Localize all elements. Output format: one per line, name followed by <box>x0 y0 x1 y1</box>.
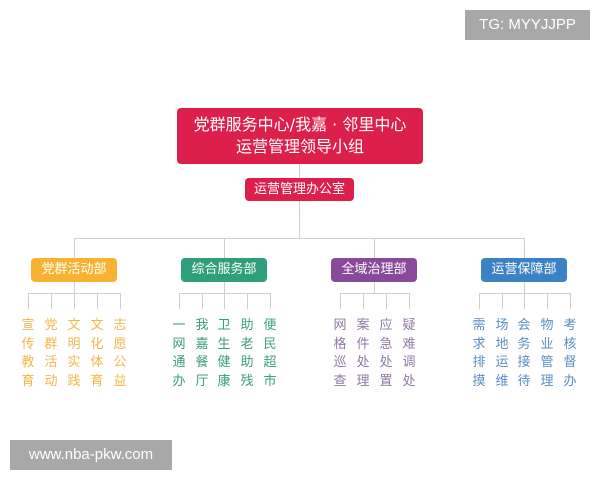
unit-item: 卫生健康 <box>217 318 231 389</box>
dept-general-services: 综合服务部 <box>181 258 267 282</box>
unit-item: 物业管理 <box>540 318 554 389</box>
unit-item: 案件处理 <box>356 318 370 389</box>
root-title-line1: 党群服务中心/我嘉 · 邻里中心 <box>193 115 407 134</box>
unit-item: 宣传教育 <box>21 318 35 389</box>
unit-item: 党群活动 <box>44 318 58 389</box>
unit-item: 场地运维 <box>495 318 509 389</box>
unit-item: 文化体育 <box>90 318 104 389</box>
unit-item: 疑难调处 <box>402 318 416 389</box>
unit-item: 应急处置 <box>379 318 393 389</box>
unit-item: 一网通办 <box>172 318 186 389</box>
root-node: 党群服务中心/我嘉 · 邻里中心 运营管理领导小组 <box>177 108 423 164</box>
unit-item: 文明实践 <box>67 318 81 389</box>
watermark-top: TG: MYYJJPP <box>465 10 590 40</box>
unit-item: 我嘉餐厅 <box>195 318 209 389</box>
unit-item: 会务接待 <box>517 318 531 389</box>
dept-operations-support: 运营保障部 <box>481 258 567 282</box>
unit-item: 助老助残 <box>240 318 254 389</box>
root-title-line2: 运营管理领导小组 <box>235 137 364 156</box>
unit-item: 需求排摸 <box>472 318 486 389</box>
unit-item: 考核督办 <box>563 318 577 389</box>
office-node: 运营管理办公室 <box>245 178 354 201</box>
dept-governance: 全域治理部 <box>331 258 417 282</box>
unit-item: 志愿公益 <box>113 318 127 389</box>
dept-party-activities: 党群活动部 <box>31 258 117 282</box>
unit-item: 便民超市 <box>263 318 277 389</box>
unit-item: 网格巡查 <box>333 318 347 389</box>
watermark-bottom: www.nba-pkw.com <box>10 440 172 470</box>
